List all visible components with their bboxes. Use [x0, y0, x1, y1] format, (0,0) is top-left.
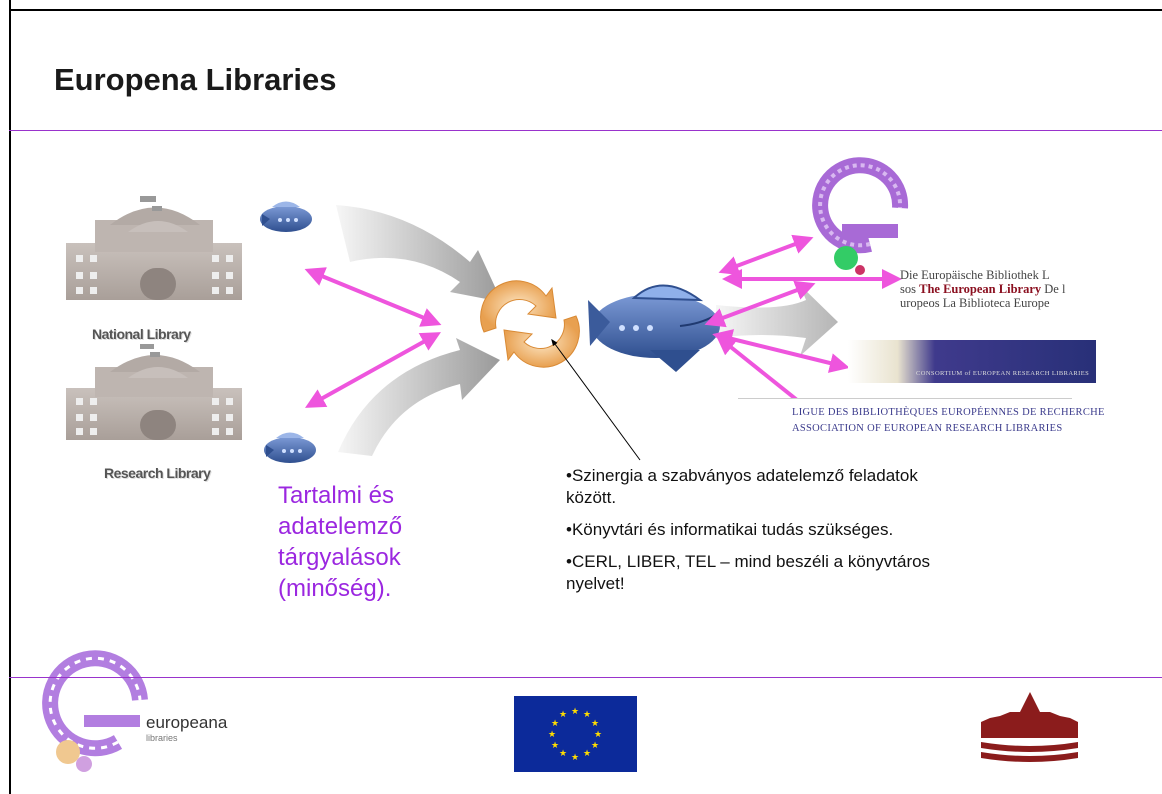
svg-text:★: ★ — [548, 729, 556, 739]
hungary-parliament-logo — [981, 692, 1078, 762]
svg-text:★: ★ — [551, 718, 559, 728]
purple-note: Tartalmi és adatelemző tárgyalások (minő… — [278, 482, 403, 602]
tel-line-2-suffix: De l — [1041, 282, 1066, 296]
small-plane-top-icon — [260, 201, 312, 232]
tel-logo-text: Die Europäische Bibliothek L sos The Eur… — [900, 268, 1075, 320]
liber-line-1: LIGUE DES BIBLIOTHÈQUES EUROPÉENNES DE R… — [792, 407, 1105, 418]
title-divider — [9, 130, 1162, 131]
svg-text:★: ★ — [591, 718, 599, 728]
cerl-logo: CONSORTIUM of EUROPEAN RESEARCH LIBRARIE… — [848, 340, 1096, 383]
svg-text:★: ★ — [551, 740, 559, 750]
eu-flag-icon: ★ ★ ★ ★ ★ ★ ★ ★ ★ ★ ★ ★ — [514, 696, 637, 772]
footer-divider — [9, 677, 1162, 678]
bullet-list: •Szinergia a szabványos adatelemző felad… — [566, 465, 956, 605]
liber-text: LIGUE DES BIBLIOTHÈQUES EUROPÉENNES DE R… — [792, 405, 1105, 437]
europeana-connect-logo — [812, 157, 909, 275]
tel-line-3: uropeos La Biblioteca Europe — [900, 296, 1050, 310]
svg-text:★: ★ — [571, 706, 579, 716]
slide-frame-top — [9, 9, 1162, 11]
svg-text:★: ★ — [591, 740, 599, 750]
svg-text:★: ★ — [571, 752, 579, 762]
liber-line-2: ASSOCIATION OF EUROPEAN RESEARCH LIBRARI… — [792, 423, 1063, 434]
bullet-2: •Könyvtári és informatikai tudás szükség… — [566, 520, 894, 539]
svg-text:★: ★ — [559, 709, 567, 719]
national-library-icon — [66, 196, 242, 300]
sync-icon — [480, 280, 580, 368]
grey-arrow-bottom — [338, 338, 500, 456]
svg-text:★: ★ — [583, 748, 591, 758]
tel-line-1: Die Europäische Bibliothek L — [900, 268, 1050, 282]
tel-line-2: sos The European Library De l — [900, 282, 1075, 296]
grey-arrow-top — [336, 205, 502, 302]
europeana-libraries-logo — [42, 650, 148, 772]
bullet-3: •CERL, LIBER, TEL – mind beszéli a könyv… — [566, 552, 931, 593]
liber-logo: LIGUE DES BIBLIOTHÈQUES EUROPÉENNES DE R… — [738, 398, 1104, 445]
tel-name: The European Library — [919, 282, 1042, 296]
eu-stars: ★ ★ ★ ★ ★ ★ ★ ★ ★ ★ ★ ★ — [548, 706, 602, 762]
footer-logo-text: europeana — [146, 713, 228, 732]
central-airplane-icon — [588, 284, 720, 372]
cerl-text: CONSORTIUM of EUROPEAN RESEARCH LIBRARIE… — [916, 370, 1090, 377]
pink-arrows — [304, 234, 902, 433]
svg-text:★: ★ — [559, 748, 567, 758]
research-library-icon — [66, 344, 242, 440]
national-library-label: National Library — [92, 326, 191, 342]
footer-logo-subtext: libraries — [146, 733, 178, 743]
small-plane-bottom-icon — [264, 432, 316, 463]
bullet-1: •Szinergia a szabványos adatelemző felad… — [566, 466, 918, 507]
tel-line-2-prefix: sos — [900, 282, 920, 296]
pointer-arrow — [551, 338, 641, 461]
svg-text:★: ★ — [583, 709, 591, 719]
svg-text:★: ★ — [594, 729, 602, 739]
slide-frame-left — [9, 0, 11, 794]
research-library-label: Research Library — [104, 465, 211, 481]
slide-title: Europena Libraries — [54, 62, 337, 97]
